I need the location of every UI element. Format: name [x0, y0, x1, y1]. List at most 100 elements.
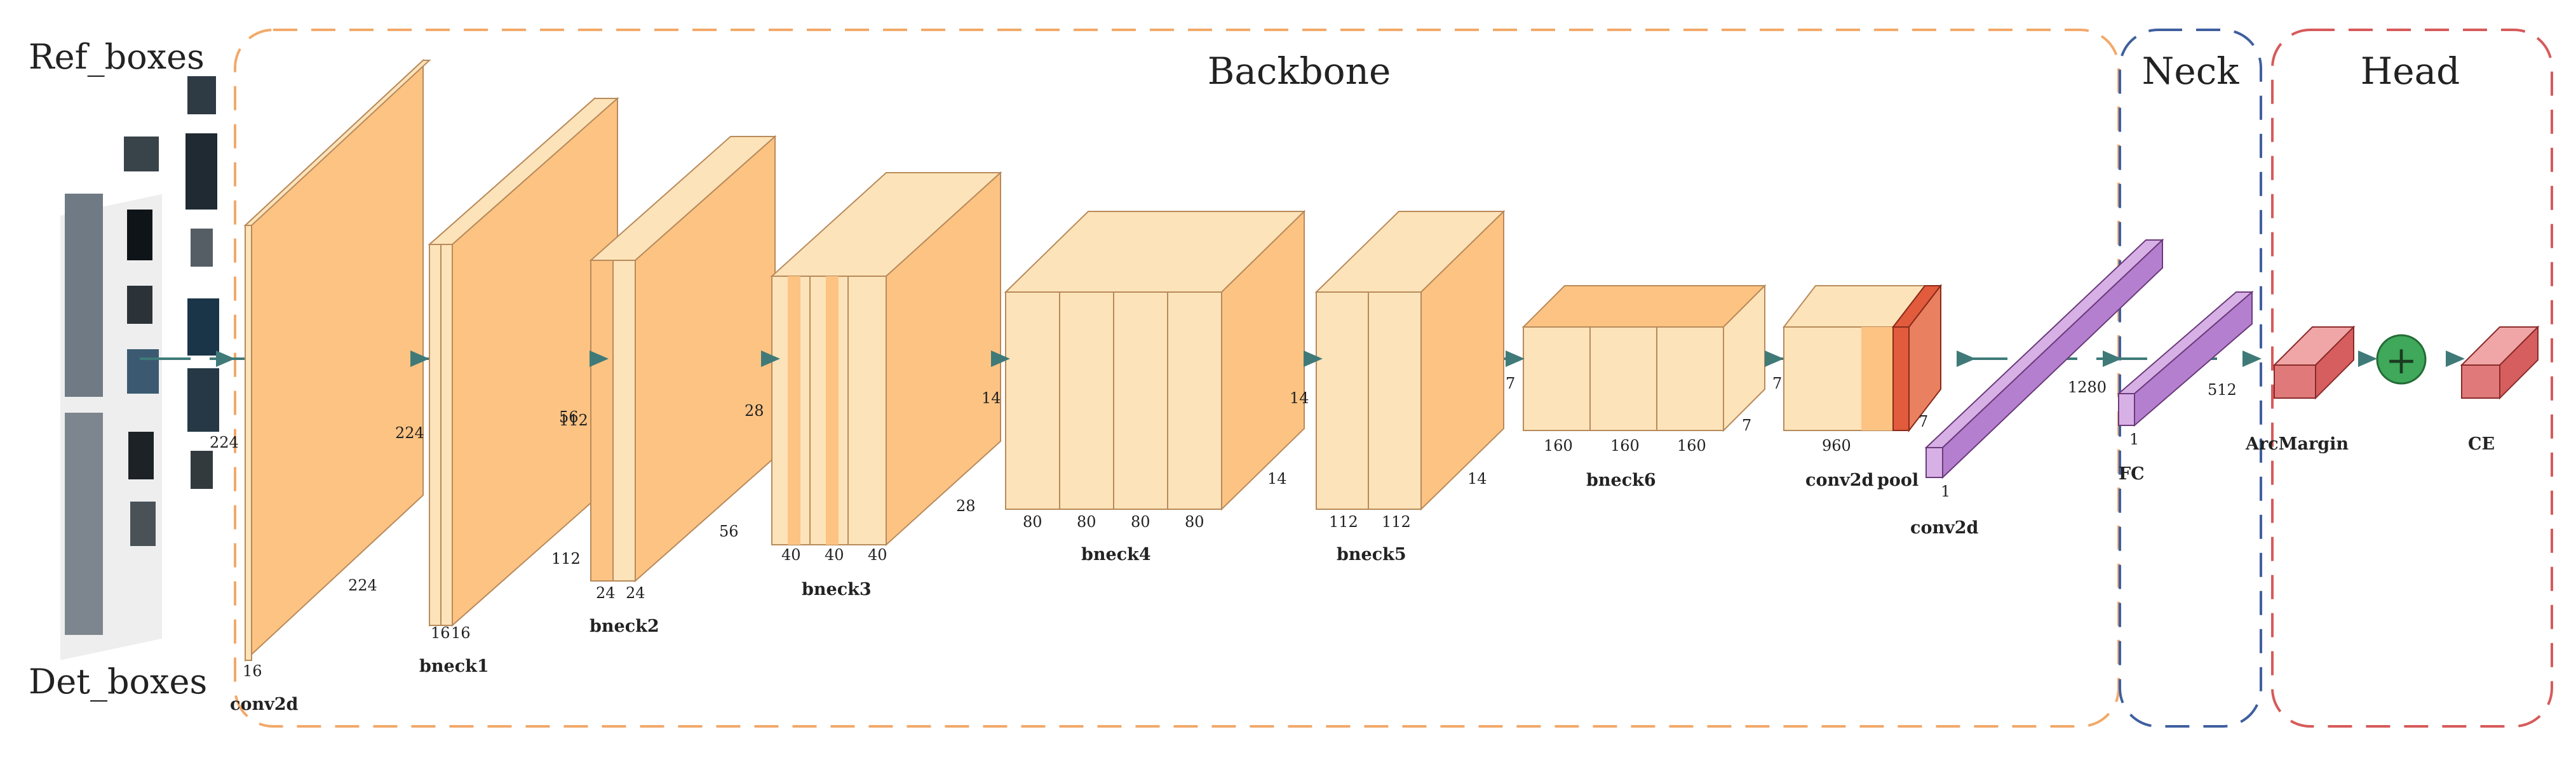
ref-box-thumbnail — [187, 298, 219, 356]
ref-box-thumbnail — [130, 502, 156, 546]
bneck2-label: bneck2 — [590, 617, 659, 636]
bneck6-channel-1: 160 — [1544, 437, 1573, 455]
arrowhead — [1957, 350, 1976, 367]
ref-box-thumbnail — [187, 368, 219, 432]
arcmargin-block — [2272, 325, 2356, 400]
arrowhead — [410, 350, 429, 367]
bneck3-depth-dim: 28 — [956, 497, 976, 515]
bneck4-block — [1004, 210, 1306, 511]
conv2d-height-dim: 224 — [395, 424, 424, 442]
bneck5-channel-2: 112 — [1382, 513, 1411, 531]
ref-box-thumbnail — [191, 451, 213, 489]
ref-box-thumbnail — [127, 349, 159, 394]
add-symbol: + — [2385, 338, 2417, 383]
bneck3-channel-1: 40 — [781, 546, 801, 564]
arrowhead — [761, 350, 780, 367]
head-frame — [2271, 29, 2553, 728]
input-image-stack: 224 — [60, 76, 239, 660]
bneck3-block — [770, 171, 1002, 547]
conv2d-last-label: conv2d — [1805, 470, 1874, 490]
det-box-tall-image-top — [65, 194, 103, 397]
arrowhead — [2446, 350, 2465, 367]
bneck3-height-dim: 28 — [745, 402, 764, 420]
bneck4-height-dim: 14 — [981, 389, 1001, 407]
bneck1-label: bneck1 — [419, 657, 489, 676]
bneck6-depth-dim: 7 — [1742, 417, 1751, 434]
conv2d-first-label: conv2d — [230, 695, 299, 714]
ref-box-thumbnail — [187, 76, 216, 114]
fc-label: FC — [2119, 464, 2145, 484]
arrowhead — [1506, 350, 1525, 367]
bneck2-channel-2: 24 — [626, 584, 645, 602]
det-boxes-label: Det_boxes — [29, 662, 207, 702]
arrowhead — [1765, 350, 1784, 367]
bneck2-height-dim: 56 — [559, 408, 579, 426]
ref-box-thumbnail — [191, 229, 213, 267]
arrowhead — [1304, 350, 1323, 367]
fc-width: 1 — [2129, 430, 2139, 448]
add-node — [2376, 334, 2427, 385]
neck-frame — [2119, 29, 2262, 728]
conv2d-depth-dim: 224 — [348, 577, 377, 594]
bneck3-channel-2: 40 — [825, 546, 844, 564]
ref-boxes-label: Ref_boxes — [29, 37, 205, 77]
bneck3-label: bneck3 — [802, 580, 872, 599]
conv2d-fc-width: 1 — [1941, 483, 1950, 500]
bneck4-channel-2: 80 — [1077, 513, 1096, 531]
bneck2-depth-dim: 56 — [719, 523, 739, 540]
conv2d-last-height-dim: 7 — [1772, 375, 1782, 392]
bneck6-block — [1521, 284, 1767, 432]
ref-box-thumbnail — [124, 137, 159, 171]
neck-title: Neck — [2142, 50, 2240, 93]
conv2d-fc-label: conv2d — [1910, 518, 1979, 538]
backbone-title: Backbone — [1208, 50, 1391, 93]
bneck1-channel-2: 16 — [451, 624, 471, 642]
bneck6-label: bneck6 — [1586, 470, 1656, 490]
det-box-tall-image-bottom — [65, 413, 103, 635]
bneck1-height-dim: 112 — [559, 411, 588, 429]
pool-block — [1891, 284, 1943, 432]
conv2d-1280-bar — [1924, 238, 2164, 479]
bneck2-width-dim: 112 — [551, 550, 581, 568]
conv2d-channels: 16 — [243, 662, 262, 680]
ref-box-thumbnail — [127, 210, 152, 260]
conv2d-fc-dim: 1280 — [2068, 378, 2107, 396]
arrowhead — [2358, 350, 2377, 367]
ce-block — [2460, 325, 2540, 400]
bneck1-block — [428, 97, 619, 627]
ref-box-thumbnail — [127, 286, 152, 324]
pool-label: pool — [1877, 470, 1919, 490]
bneck5-block — [1314, 210, 1506, 511]
bneck6-channel-2: 160 — [1610, 437, 1640, 455]
bneck4-depth-dim: 14 — [1267, 470, 1287, 488]
flow-arrowheads — [216, 350, 2465, 367]
bneck1-channel-1: 16 — [431, 624, 450, 642]
bneck6-channel-3: 160 — [1677, 437, 1706, 455]
bneck5-channel-1: 112 — [1329, 513, 1358, 531]
ref-box-thumbnail — [185, 133, 217, 210]
bneck4-label: bneck4 — [1081, 545, 1151, 564]
bneck1-depth-dim: 112 — [551, 550, 581, 568]
pool-dim: 7 — [1919, 413, 1928, 430]
conv2d-last-channels: 960 — [1822, 437, 1851, 455]
bneck3-channel-3: 40 — [868, 546, 887, 564]
bneck5-depth-dim: 14 — [1467, 470, 1487, 488]
bneck4-channel-3: 80 — [1131, 513, 1150, 531]
arrowhead — [2242, 350, 2262, 367]
arrowhead — [2103, 350, 2122, 367]
arrowhead — [590, 350, 609, 367]
bneck5-height-dim: 14 — [1290, 389, 1309, 407]
conv2d-960-block — [1782, 285, 1927, 431]
bneck5-label: bneck5 — [1337, 545, 1406, 564]
conv2d-input-layer — [243, 58, 431, 662]
input-dim-label: 224 — [210, 434, 239, 451]
bneck2-block — [589, 135, 777, 583]
arcmargin-label: ArcMargin — [2245, 434, 2349, 454]
ce-label: CE — [2468, 434, 2495, 454]
head-title: Head — [2361, 50, 2460, 93]
fc-bar — [2117, 290, 2254, 427]
bneck6-height-dim: 7 — [1506, 375, 1515, 392]
fc-dim: 512 — [2208, 381, 2237, 399]
arrowhead — [216, 350, 235, 367]
bneck4-channel-1: 80 — [1023, 513, 1042, 531]
